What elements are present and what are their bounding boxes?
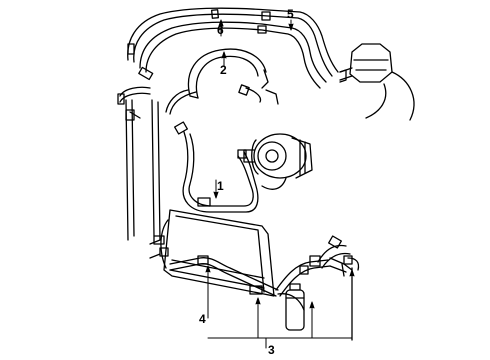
callout-3: 3 [268,343,275,357]
callout-1: 1 [217,179,224,193]
suction-hose-2 [165,48,279,115]
engine-outline [339,43,415,121]
compressor [243,133,313,190]
callout-4: 4 [199,312,206,326]
callout-5: 5 [287,7,294,21]
leader-lines [205,19,355,349]
callout-6: 6 [217,23,224,37]
hose-assembly-6-5 [127,7,339,89]
discharge-hose-1 [174,121,259,213]
right-fitting [328,235,360,341]
receiver-drier [285,283,305,331]
condenser [149,209,275,297]
left-pipes [117,86,161,241]
callout-2: 2 [220,63,227,77]
